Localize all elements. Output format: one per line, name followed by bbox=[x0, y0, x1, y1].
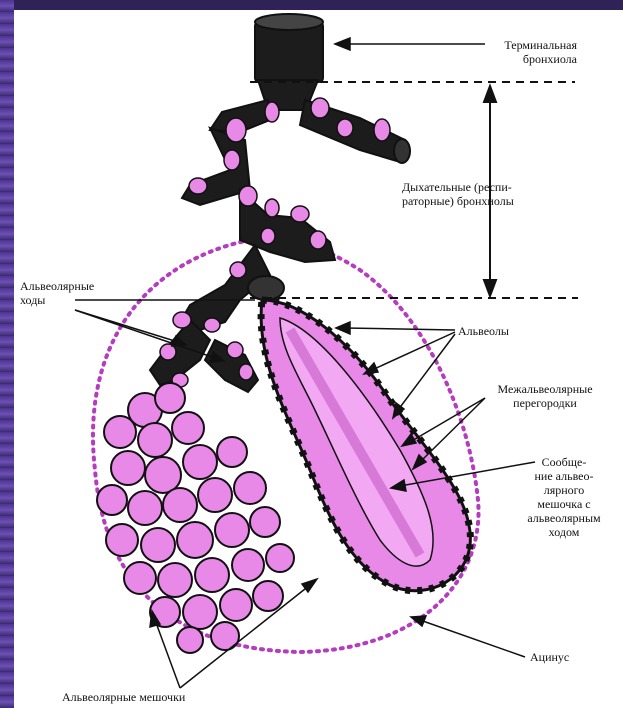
label-interalveolar-septa-line2: перегородки bbox=[470, 396, 620, 410]
label-interalveolar-septa: Межальвеолярные перегородки bbox=[470, 382, 620, 410]
label-sac-line5: альвеолярным bbox=[508, 511, 620, 525]
label-acinus: Ацинус bbox=[530, 650, 569, 664]
label-sac-line4: мешочка с bbox=[508, 497, 620, 511]
label-respiratory-bronchioles: Дыхательные (респи- раторные) бронхиолы bbox=[402, 180, 514, 208]
label-alveolar-sacs: Альвеолярные мешочки bbox=[62, 690, 185, 704]
label-terminal-bronchiole: Терминальная бронхиола bbox=[455, 38, 577, 66]
alveolar-sacs bbox=[97, 383, 294, 653]
label-respiratory-bronchioles-line2: раторные) бронхиолы bbox=[402, 194, 514, 208]
label-sac-communication: Сообще- ние альвео- лярного мешочка с ал… bbox=[508, 455, 620, 539]
label-alveolar-ducts: Альвеолярные ходы bbox=[20, 279, 94, 307]
label-sac-line1: Сообще- bbox=[508, 455, 620, 469]
label-alveoli: Альвеолы bbox=[458, 324, 509, 338]
label-alveolar-ducts-line1: Альвеолярные bbox=[20, 279, 94, 293]
label-sac-line2: ние альвео- bbox=[508, 469, 620, 483]
label-terminal-bronchiole-line1: Терминальная bbox=[455, 38, 577, 52]
sectioned-alveolar-sac bbox=[261, 300, 470, 591]
label-alveolar-ducts-line2: ходы bbox=[20, 293, 94, 307]
label-interalveolar-septa-line1: Межальвеолярные bbox=[470, 382, 620, 396]
label-sac-line6: ходом bbox=[508, 525, 620, 539]
label-sac-line3: лярного bbox=[508, 483, 620, 497]
label-terminal-bronchiole-line2: бронхиола bbox=[455, 52, 577, 66]
label-respiratory-bronchioles-line1: Дыхательные (респи- bbox=[402, 180, 514, 194]
